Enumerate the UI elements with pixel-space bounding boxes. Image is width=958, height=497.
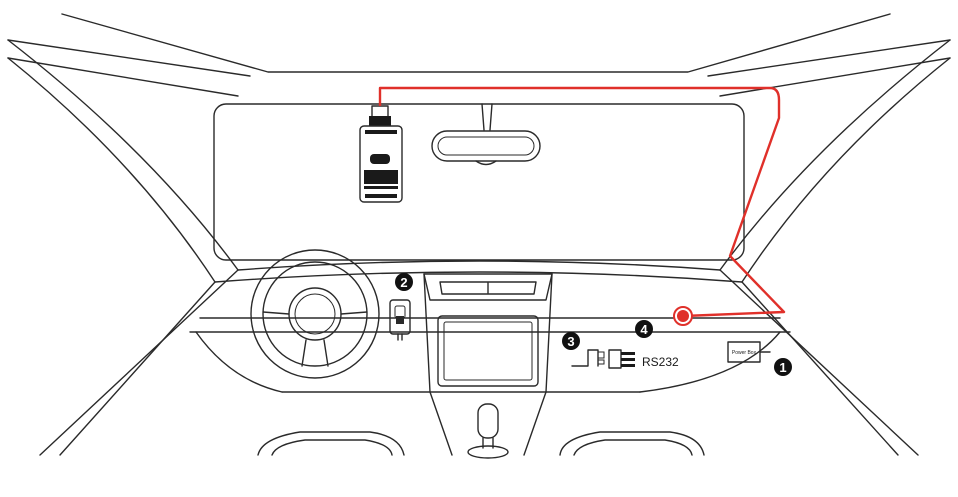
marker-3-label: 3 [567,334,574,349]
dash-camera-icon [359,105,403,203]
steering-wheel-icon [250,249,380,379]
marker-1: 1 [774,358,792,376]
cable-connector-icon [571,349,605,367]
ignition-switch-icon [389,299,411,341]
power-box-icon: Power Box [727,341,771,363]
marker-4: 4 [635,320,653,338]
cable-route [378,86,786,318]
windshield [213,103,745,261]
marker-4-label: 4 [640,322,648,337]
rs232-connector-icon [608,349,635,369]
marker-2: 2 [395,273,413,291]
power-box-label: Power Box [732,350,757,356]
rs232-label: RS232 [642,355,679,369]
marker-2-label: 2 [400,275,407,290]
center-console [423,273,553,459]
car-frame [7,13,951,456]
marker-1-label: 1 [779,360,786,375]
dashboard [189,260,791,456]
marker-3: 3 [562,332,580,350]
cable-end-icon [673,306,693,326]
rearview-mirror-icon [431,103,541,166]
